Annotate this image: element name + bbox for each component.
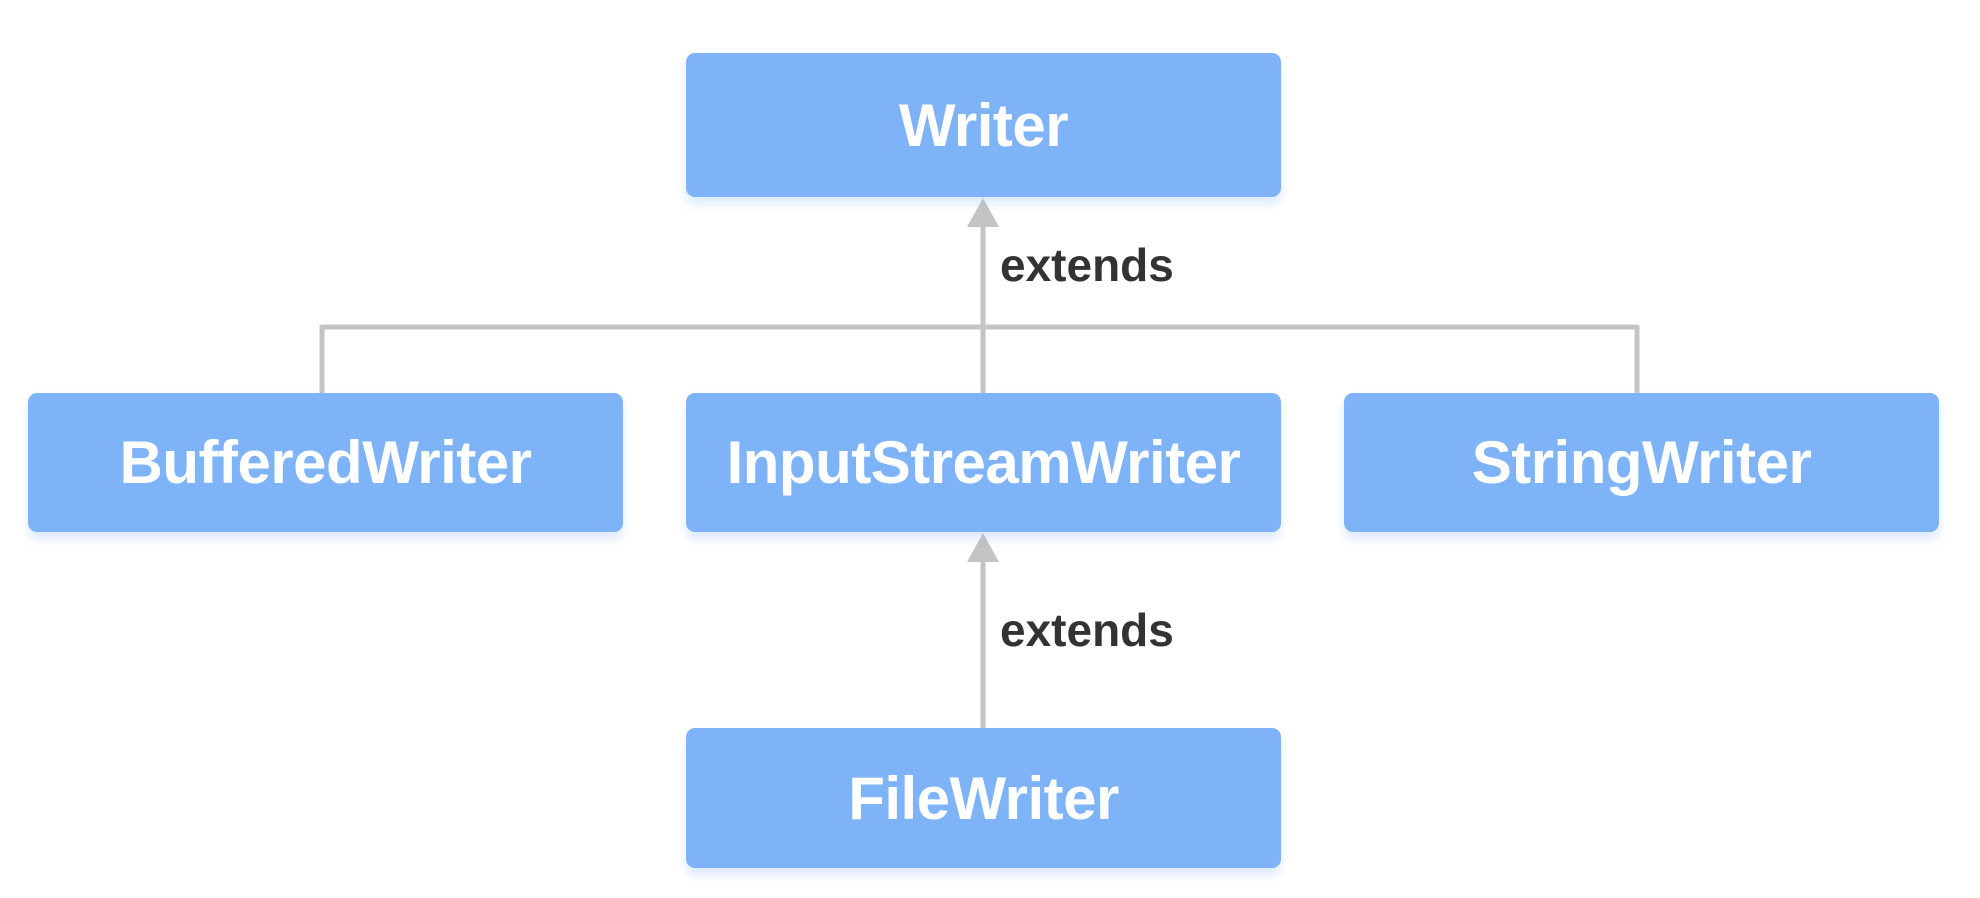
writer-arrowhead-icon [967,198,999,227]
node-bufferedwriter-label: BufferedWriter [119,429,532,496]
node-filewriter-label: FileWriter [848,764,1119,832]
node-writer: Writer [686,53,1281,197]
edge-label-extends-writer: extends [1000,239,1174,291]
node-bufferedwriter: BufferedWriter [28,393,623,532]
node-stringwriter-label: StringWriter [1471,429,1812,496]
node-inputstreamwriter-label: InputStreamWriter [726,429,1241,496]
node-inputstreamwriter: InputStreamWriter [686,393,1281,532]
inputstreamwriter-arrowhead-icon [967,533,999,562]
node-filewriter: FileWriter [686,728,1281,868]
node-stringwriter: StringWriter [1344,393,1939,532]
node-writer-label: Writer [898,91,1069,159]
edge-label-extends-inputstreamwriter: extends [1000,604,1174,656]
